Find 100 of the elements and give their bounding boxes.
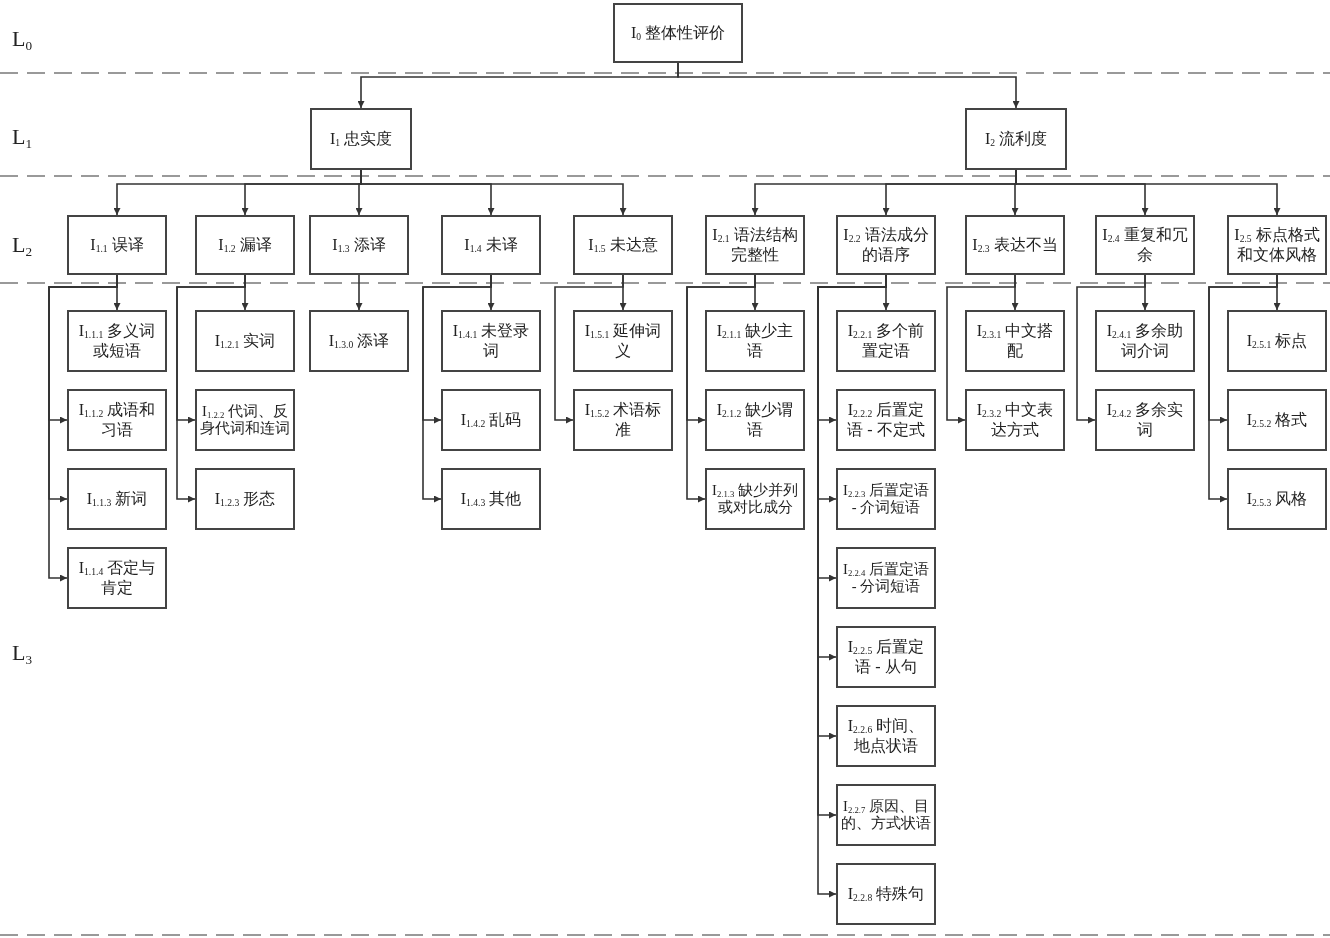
category-box bbox=[965, 310, 1065, 372]
category-label: I$_{1.1.4}$ 否定与肯定 bbox=[77, 558, 157, 598]
category-label: I$_{2.2.5}$ 后置定语 - 从句 bbox=[846, 637, 926, 677]
category-label: I$_{1.4}$ 未译 bbox=[464, 235, 518, 255]
category-box bbox=[836, 863, 936, 925]
category-label: I$_{1.1.3}$ 新词 bbox=[86, 489, 148, 509]
category-box bbox=[965, 215, 1065, 275]
category-box bbox=[965, 389, 1065, 451]
arrow bbox=[360, 169, 627, 216]
category-box bbox=[1227, 215, 1327, 275]
category-label: I$_{2.2}$ 语法成分的语序 bbox=[842, 225, 930, 265]
arrow bbox=[355, 274, 363, 311]
category-label: I$_{1.2.2}$ 代词、反身代词和连词 bbox=[200, 403, 290, 437]
category-box bbox=[195, 310, 295, 372]
arrow bbox=[1076, 274, 1146, 424]
category-box bbox=[441, 310, 541, 372]
category-box bbox=[836, 705, 936, 767]
category-label: I$_{2.1}$ 语法结构完整性 bbox=[711, 225, 799, 265]
category-box bbox=[705, 468, 805, 530]
category-box bbox=[195, 215, 295, 275]
category-label: I$_{2.2.2}$ 后置定语 - 不定式 bbox=[846, 400, 926, 440]
category-label: I$_{1.5}$ 未达意 bbox=[588, 235, 658, 255]
level-label: L$_{0}$ bbox=[12, 26, 33, 52]
category-label: I$_{2.1.1}$ 缺少主语 bbox=[715, 321, 795, 361]
category-label: I$_{0}$ 整体性评价 bbox=[630, 23, 726, 43]
category-box bbox=[67, 547, 167, 609]
category-label: I$_{2.5.1}$ 标点 bbox=[1246, 331, 1308, 351]
category-box bbox=[573, 215, 673, 275]
category-box bbox=[965, 108, 1067, 170]
category-box bbox=[573, 310, 673, 372]
category-label: I$_{2.5}$ 标点格式和文体风格 bbox=[1233, 225, 1321, 265]
category-label: I$_{2.2.4}$ 后置定语 - 分词短语 bbox=[842, 561, 930, 595]
category-box bbox=[836, 626, 936, 688]
category-box bbox=[195, 468, 295, 530]
level-label: L$_{2}$ bbox=[12, 232, 33, 258]
category-label: I$_{2.4.1}$ 多余助词介词 bbox=[1105, 321, 1185, 361]
category-label: I$_{2.2.7}$ 原因、目的、方式状语 bbox=[841, 798, 931, 832]
category-box bbox=[1095, 215, 1195, 275]
category-box bbox=[836, 784, 936, 846]
category-label: I$_{1.1.2}$ 成语和习语 bbox=[77, 400, 157, 440]
arrow bbox=[176, 274, 246, 503]
category-box bbox=[613, 3, 743, 63]
category-box bbox=[441, 215, 541, 275]
category-label: I$_{2.2.3}$ 后置定语 - 介词短语 bbox=[842, 482, 930, 516]
category-label: I$_{1.5.1}$ 延伸词义 bbox=[583, 321, 663, 361]
arrow bbox=[686, 274, 756, 503]
category-label: I$_{2.3}$ 表达不当 bbox=[972, 235, 1058, 255]
category-label: I$_{2.4}$ 重复和冗余 bbox=[1101, 225, 1189, 265]
category-label: I$_{1.2.3}$ 形态 bbox=[214, 489, 276, 509]
category-label: I$_{2.5.2}$ 格式 bbox=[1246, 410, 1308, 430]
category-label: I$_{1.3}$ 添译 bbox=[332, 235, 386, 255]
category-box bbox=[836, 389, 936, 451]
category-box bbox=[1095, 389, 1195, 451]
category-label: I$_{1.2}$ 漏译 bbox=[218, 235, 272, 255]
category-box bbox=[309, 215, 409, 275]
category-box bbox=[195, 389, 295, 451]
category-label: I$_{1.1.1}$ 多义词或短语 bbox=[77, 321, 157, 361]
arrow bbox=[1015, 169, 1281, 216]
category-label: I$_{2}$ 流利度 bbox=[984, 129, 1048, 149]
arrow bbox=[946, 274, 1016, 424]
category-box bbox=[67, 389, 167, 451]
category-box bbox=[67, 215, 167, 275]
category-box bbox=[705, 389, 805, 451]
category-box bbox=[310, 108, 412, 170]
category-box bbox=[309, 310, 409, 372]
level-label: L$_{1}$ bbox=[12, 124, 33, 150]
category-box bbox=[836, 547, 936, 609]
arrow bbox=[554, 274, 624, 424]
category-box bbox=[836, 468, 936, 530]
category-label: I$_{2.2.1}$ 多个前置定语 bbox=[846, 321, 926, 361]
category-box bbox=[67, 310, 167, 372]
category-label: I$_{1.5.2}$ 术语标准 bbox=[583, 400, 663, 440]
category-box bbox=[705, 215, 805, 275]
category-box bbox=[67, 468, 167, 530]
category-box bbox=[1227, 468, 1327, 530]
category-box bbox=[1227, 389, 1327, 451]
category-box bbox=[836, 310, 936, 372]
category-label: I$_{1.1}$ 误译 bbox=[90, 235, 144, 255]
category-box bbox=[441, 468, 541, 530]
category-label: I$_{1.3.0}$ 添译 bbox=[328, 331, 390, 351]
category-box bbox=[1095, 310, 1195, 372]
category-label: I$_{1}$ 忠实度 bbox=[329, 129, 393, 149]
category-label: I$_{2.3.1}$ 中文搭配 bbox=[975, 321, 1055, 361]
arrow bbox=[1208, 274, 1278, 503]
category-label: I$_{2.3.2}$ 中文表达方式 bbox=[975, 400, 1055, 440]
category-box bbox=[441, 389, 541, 451]
level-label: L$_{3}$ bbox=[12, 640, 33, 666]
category-label: I$_{2.5.3}$ 风格 bbox=[1246, 489, 1308, 509]
category-label: I$_{2.1.2}$ 缺少谓语 bbox=[715, 400, 795, 440]
category-label: I$_{2.2.8}$ 特殊句 bbox=[847, 884, 925, 904]
arrow bbox=[677, 62, 1020, 109]
category-label: I$_{2.1.3}$ 缺少并列或对比成分 bbox=[711, 482, 799, 516]
category-box bbox=[705, 310, 805, 372]
category-label: I$_{1.4.2}$ 乱码 bbox=[460, 410, 522, 430]
category-label: I$_{2.4.2}$ 多余实词 bbox=[1105, 400, 1185, 440]
category-label: I$_{2.2.6}$ 时间、地点状语 bbox=[846, 716, 926, 756]
category-box bbox=[1227, 310, 1327, 372]
category-label: I$_{1.4.1}$ 未登录词 bbox=[451, 321, 531, 361]
category-label: I$_{1.4.3}$ 其他 bbox=[460, 489, 522, 509]
category-box bbox=[573, 389, 673, 451]
